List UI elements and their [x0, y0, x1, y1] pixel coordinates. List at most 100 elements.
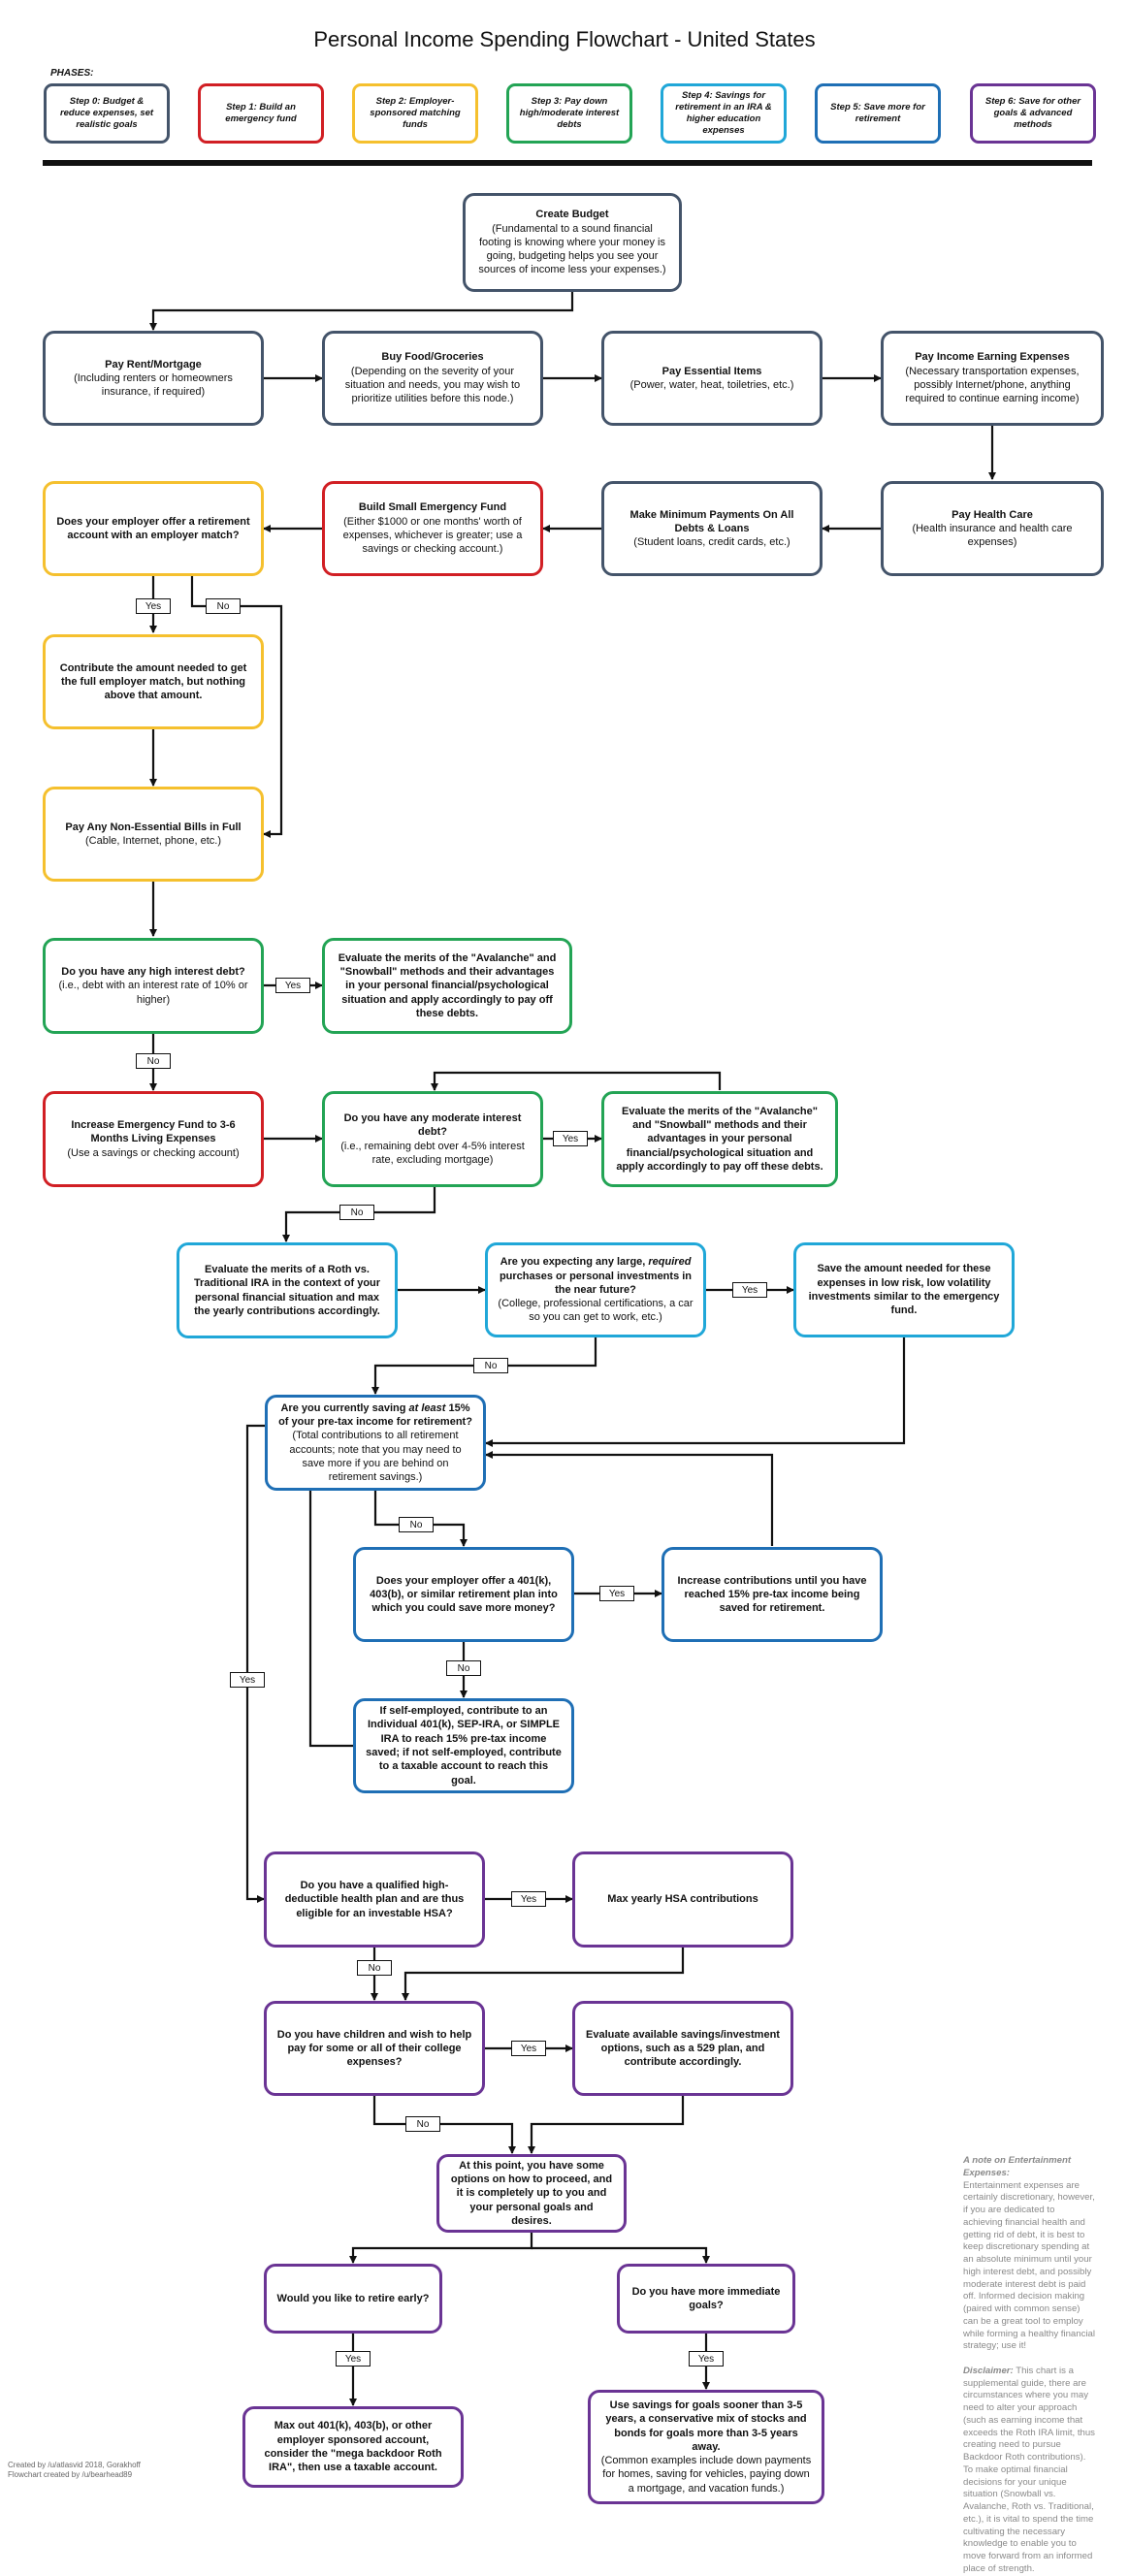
node-title: Buy Food/Groceries — [381, 351, 484, 364]
node-saving-15-question: Are you currently saving at least 15% of… — [265, 1395, 486, 1491]
phase-step-3: Step 3: Pay down high/moderate interest … — [506, 83, 632, 144]
node-title: Do you have any moderate interest debt? — [343, 1111, 522, 1139]
node-title: Are you currently saving at least 15% of… — [278, 1401, 472, 1428]
phases-label: PHASES: — [50, 68, 94, 79]
connector — [402, 1948, 685, 2001]
node-title: Are you expecting any large, required pu… — [499, 1256, 693, 1296]
node-essential-items: Pay Essential Items (Power, water, heat,… — [601, 331, 823, 426]
node-min-payments: Make Minimum Payments On All Debts & Loa… — [601, 481, 823, 576]
node-title: Does your employer offer a 401(k), 403(b… — [370, 1574, 558, 1615]
node-desc: (i.e., remaining debt over 4-5% interest… — [340, 1140, 525, 1166]
label-yes: Yes — [599, 1586, 634, 1601]
node-evaluate-529: Evaluate available savings/investment op… — [572, 2001, 793, 2096]
phase-step-1: Step 1: Build an emergency fund — [198, 83, 324, 144]
node-desc: (Either $1000 or one months' worth of ex… — [342, 515, 523, 556]
side-note: A note on Entertainment Expenses: Entert… — [963, 2155, 1095, 2576]
node-use-savings: Use savings for goals sooner than 3-5 ye… — [588, 2390, 824, 2504]
connector — [190, 576, 283, 838]
node-title: Pay Health Care — [952, 508, 1033, 521]
label-yes: Yes — [275, 978, 310, 993]
node-desc: (Student loans, credit cards, etc.) — [633, 536, 790, 549]
node-high-interest-debt-question: Do you have any high interest debt? (i.e… — [43, 938, 264, 1034]
node-title: Evaluate the merits of the "Avalanche" a… — [338, 951, 557, 1019]
credits-line: Flowchart created by /u/bearhead89 — [8, 2470, 133, 2480]
node-title: Max out 401(k), 403(b), or other employe… — [264, 2420, 442, 2474]
node-desc: (i.e., debt with an interest rate of 10%… — [58, 980, 248, 1006]
disclaimer-text: This chart is a supplemental guide, ther… — [963, 2365, 1095, 2574]
connector — [245, 1424, 266, 1903]
label-yes: Yes — [230, 1672, 265, 1688]
phase-step-4: Step 4: Savings for retirement in an IRA… — [661, 83, 787, 144]
node-small-emergency-fund: Build Small Emergency Fund (Either $1000… — [322, 481, 543, 576]
node-employer-match-question: Does your employer offer a retirement ac… — [43, 481, 264, 576]
node-title: Max yearly HSA contributions — [607, 1893, 758, 1906]
node-options: At this point, you have some options on … — [436, 2154, 627, 2233]
node-immediate-goals-question: Do you have more immediate goals? — [617, 2264, 795, 2334]
node-non-essential-bills: Pay Any Non-Essential Bills in Full (Cab… — [43, 787, 264, 882]
node-title: Would you like to retire early? — [276, 2292, 430, 2304]
connector — [306, 1475, 353, 1748]
node-hsa-question: Do you have a qualified high-deductible … — [264, 1852, 485, 1948]
label-yes: Yes — [511, 1891, 546, 1907]
node-title: Increase contributions until you have re… — [677, 1574, 867, 1615]
node-self-employed: If self-employed, contribute to an Indiv… — [353, 1698, 574, 1793]
node-children-question: Do you have children and wish to help pa… — [264, 2001, 485, 2096]
node-title: Pay Any Non-Essential Bills in Full — [65, 821, 242, 833]
node-title: Make Minimum Payments On All Debts & Loa… — [629, 508, 794, 534]
node-title: Use savings for goals sooner than 3-5 ye… — [605, 2399, 807, 2453]
label-no: No — [136, 1053, 171, 1069]
node-max-out-401k: Max out 401(k), 403(b), or other employe… — [242, 2406, 464, 2488]
node-pay-rent: Pay Rent/Mortgage (Including renters or … — [43, 331, 264, 426]
node-desc: (Cable, Internet, phone, etc.) — [84, 835, 222, 847]
node-title: Contribute the amount needed to get the … — [59, 661, 247, 702]
node-title: Does your employer offer a retirement ac… — [56, 515, 250, 541]
node-moderate-debt-question: Do you have any moderate interest debt? … — [322, 1091, 543, 1187]
connector — [372, 2096, 516, 2154]
node-title: Create Budget — [535, 209, 609, 221]
node-increase-contributions: Increase contributions until you have re… — [661, 1547, 883, 1642]
node-title: Do you have a qualified high-deductible … — [284, 1880, 465, 1919]
node-title: Do you have more immediate goals? — [631, 2285, 781, 2311]
node-title: Build Small Emergency Fund — [358, 501, 507, 514]
phase-step-2: Step 2: Employer-sponsored matching fund… — [352, 83, 478, 144]
connector — [349, 2233, 533, 2264]
phase-step-5: Step 5: Save more for retirement — [815, 83, 941, 144]
disclaimer-heading: Disclaimer: — [963, 2365, 1014, 2376]
node-health-care: Pay Health Care (Health insurance and he… — [881, 481, 1104, 576]
node-title: Pay Income Earning Expenses — [915, 351, 1070, 364]
credits: Created by /u/atlasvid 2018, Gorakhoff F… — [8, 2461, 141, 2481]
label-no: No — [473, 1358, 508, 1373]
label-yes: Yes — [511, 2041, 546, 2056]
node-large-purchase-question: Are you expecting any large, required pu… — [485, 1242, 706, 1337]
node-title: Increase Emergency Fund to 3-6 Months Li… — [71, 1119, 236, 1145]
note-text: Entertainment expenses are certainly dis… — [963, 2179, 1095, 2352]
node-desc: (Total contributions to all retirement a… — [289, 1430, 462, 1484]
node-title: Evaluate available savings/investment op… — [586, 2028, 780, 2069]
label-yes: Yes — [689, 2351, 724, 2367]
node-title: Evaluate the merits of a Roth vs. Tradit… — [193, 1263, 381, 1317]
label-no: No — [339, 1205, 374, 1220]
label-no: No — [405, 2116, 440, 2132]
label-yes: Yes — [553, 1131, 588, 1146]
label-yes: Yes — [136, 598, 171, 614]
node-income-expenses: Pay Income Earning Expenses (Necessary t… — [881, 331, 1104, 426]
connector — [149, 292, 574, 331]
connector — [528, 2096, 685, 2154]
connector — [532, 2246, 710, 2264]
node-desc: (Common examples include down payments f… — [600, 2455, 812, 2495]
connector — [485, 1451, 774, 1546]
node-title: Do you have any high interest debt? — [61, 966, 245, 979]
node-desc: (Power, water, heat, toiletries, etc.) — [629, 379, 794, 391]
label-no: No — [446, 1660, 481, 1676]
label-yes: Yes — [732, 1282, 767, 1298]
credits-line: Created by /u/atlasvid 2018, Gorakhoff — [8, 2461, 141, 2469]
connector — [485, 1337, 906, 1447]
node-desc: (College, professional certifications, a… — [498, 1298, 694, 1324]
node-avalanche-moderate: Evaluate the merits of the "Avalanche" a… — [601, 1091, 838, 1187]
node-buy-food: Buy Food/Groceries (Depending on the sev… — [322, 331, 543, 426]
node-desc: (Including renters or homeowners insuran… — [74, 371, 233, 399]
node-avalanche-high: Evaluate the merits of the "Avalanche" a… — [322, 938, 572, 1034]
page-title: Personal Income Spending Flowchart - Uni… — [313, 27, 816, 51]
node-desc: (Depending on the severity of your situa… — [344, 365, 521, 405]
node-contribute-match: Contribute the amount needed to get the … — [43, 634, 264, 729]
